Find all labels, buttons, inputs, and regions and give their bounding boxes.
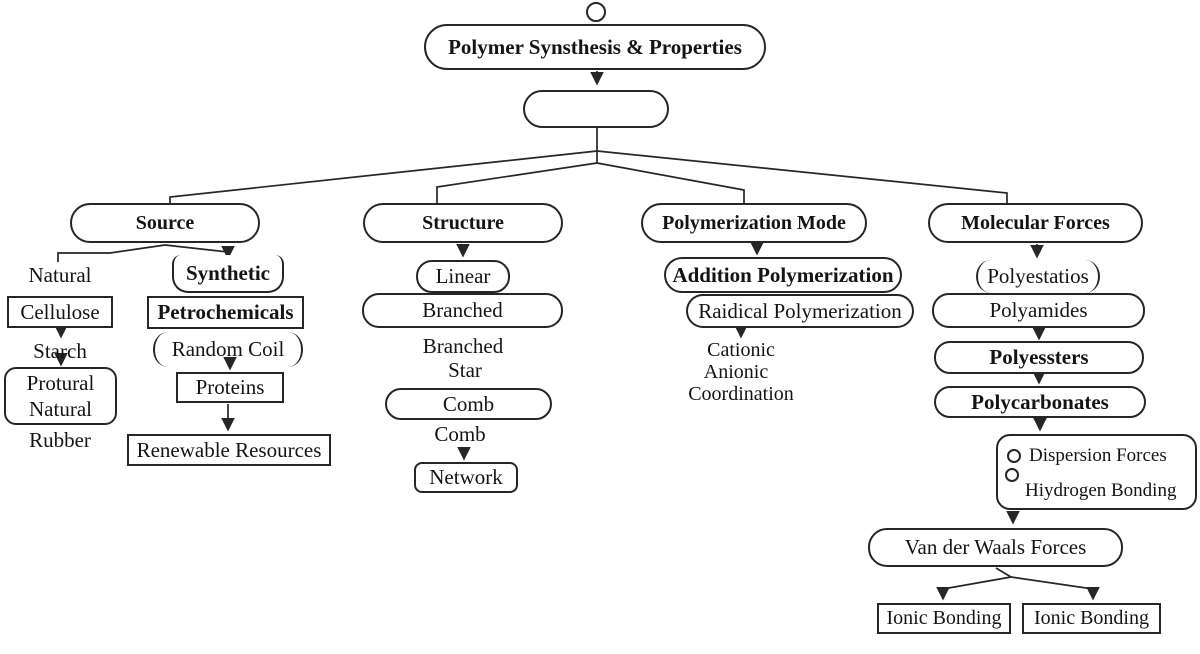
edge-vdw-stem (995, 567, 1012, 578)
node-linear: Linear (416, 260, 510, 293)
node-ionic-bonding-left: Ionic Bonding (877, 603, 1011, 634)
node-branched-box: Branched (362, 293, 563, 328)
edge-to-molecular (596, 150, 1008, 204)
node-synthetic: Synthetic (172, 255, 284, 293)
node-van-der-waals: Van der Waals Forces (868, 528, 1123, 567)
node-anionic: Anionic (703, 360, 769, 383)
natural-line: Natural (29, 397, 92, 421)
node-polymerization-mode: Polymerization Mode (641, 203, 867, 243)
edge-to-polymode (596, 162, 745, 204)
node-polyestatios: Polyestatios (976, 260, 1100, 293)
node-branched-text: Branched (422, 333, 504, 358)
node-natural: Natural (28, 262, 92, 287)
node-network: Network (414, 462, 518, 493)
hydrogen-bullet-icon (1005, 468, 1019, 482)
node-proteins: Proteins (176, 372, 284, 403)
node-source: Source (70, 203, 260, 243)
node-renewable-resources: Renewable Resources (127, 434, 331, 466)
edge-to-source (169, 150, 598, 204)
node-starch: Starch (33, 338, 87, 363)
node-ionic-bonding-right: Ionic Bonding (1022, 603, 1161, 634)
node-dispersion-hydrogen-box: Dispersion Forces Hiydrogen Bonding (996, 434, 1197, 510)
node-cationic: Cationic (707, 338, 775, 361)
node-comb-box: Comb (385, 388, 552, 420)
edge-vdw-ionic-right (1010, 576, 1100, 601)
node-structure: Structure (363, 203, 563, 243)
node-dispersion-forces: Dispersion Forces (1029, 445, 1167, 466)
node-cellulose: Cellulose (7, 296, 113, 328)
node-polyamides: Polyamides (932, 293, 1145, 328)
dispersion-bullet-icon (1007, 449, 1021, 463)
node-protural-natural: Protural Natural (4, 367, 117, 425)
edge-source-natural (57, 244, 166, 262)
node-radical-polymerization: Raidical Polymerization (686, 294, 914, 328)
node-empty-subtitle (523, 90, 669, 128)
protural-line: Protural (26, 370, 95, 395)
node-molecular-forces: Molecular Forces (928, 203, 1143, 243)
node-random-coil: Random Coil (153, 332, 303, 367)
protural-natural-lines: Protural Natural (27, 370, 95, 423)
node-petrochemicals: Petrochemicals (147, 296, 304, 329)
node-polyessters: Polyessters (934, 341, 1144, 374)
edge-vdw-ionic-left (936, 576, 1012, 601)
node-addition-polymerization: Addition Polymerization (664, 257, 902, 293)
node-star: Star (448, 357, 482, 382)
edge-to-structure (436, 162, 598, 204)
node-root-title: Polymer Synsthesis & Properties (424, 24, 766, 70)
top-circle-icon (586, 2, 606, 22)
node-rubber: Rubber (29, 427, 91, 452)
node-coordination: Coordination (688, 383, 794, 405)
node-comb-text: Comb (434, 421, 486, 446)
node-hydrogen-bonding: Hiydrogen Bonding (1025, 480, 1177, 501)
node-polycarbonates: Polycarbonates (934, 386, 1146, 418)
